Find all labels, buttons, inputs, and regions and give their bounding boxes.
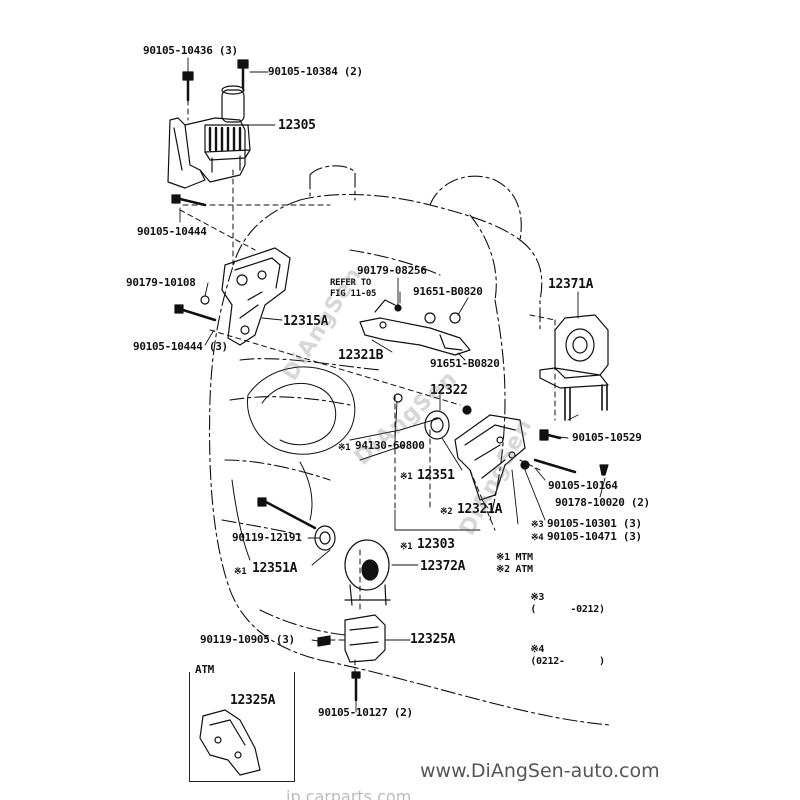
label-mount-12371a: 12371A: [548, 277, 594, 292]
label-bracket-12303: 12303: [417, 537, 455, 552]
label-bolt-10471: 90105-10471 (3): [547, 530, 642, 543]
legend-row: ※2 ATM: [496, 564, 605, 576]
label-nut-10108: 90179-10108: [126, 276, 196, 289]
legend-row: ※4 (0212- ): [496, 632, 605, 680]
label-bolt-top-left: 90105-10436 (3): [143, 44, 238, 57]
label-bolt-10444-b: 90105-10444 (3): [133, 340, 228, 353]
label-refer-line1: REFER TO: [330, 278, 371, 288]
bolts-top: [182, 59, 249, 102]
legend-text: (0212- ): [530, 656, 605, 667]
legend: ※1 MTM ※2 ATM ※3 ( -0212) ※4 (0212- ): [496, 552, 605, 680]
callout-bolt-10301: ※3: [531, 520, 544, 530]
atm-inset-box: [189, 672, 295, 782]
label-bolt-10127: 90105-10127 (2): [318, 706, 413, 719]
label-bracket-12315a: 12315A: [283, 314, 329, 329]
label-mount-12372a: 12372A: [420, 559, 466, 574]
label-washer-60800: 94130-60800: [355, 439, 425, 452]
label-mount-12305: 12305: [278, 118, 316, 133]
label-bracket-12321a: 12321A: [457, 502, 503, 517]
legend-row: ※3 ( -0212): [496, 580, 605, 628]
engine-detail-lines: [231, 366, 441, 561]
legend-text: ATM: [515, 564, 533, 575]
label-nut-08256: 90179-08256: [357, 264, 427, 277]
label-bolt-12191: 90119-12191: [232, 531, 302, 544]
label-bolt-10444-a: 90105-10444: [137, 225, 207, 238]
callout-washer-60800: ※1: [338, 443, 351, 453]
callout-mount-12351a: ※1: [234, 567, 247, 577]
bracket-12321b: [359, 299, 471, 356]
label-bracket-12321b: 12321B: [338, 348, 384, 363]
label-refer-line2: FIG 11-05: [330, 289, 377, 299]
engine-outline: [208, 165, 611, 726]
bracket-12325a: [317, 614, 386, 663]
label-mount-12351: 12351: [417, 468, 455, 483]
label-mount-12322: 12322: [430, 383, 468, 398]
legend-mark: ※2: [496, 564, 510, 575]
bolt-12191: [257, 497, 317, 530]
label-bolt-10301: 90105-10301 (3): [547, 517, 642, 530]
atm-box-part-label: 12325A: [230, 693, 276, 708]
bracket-12321a: [454, 414, 530, 501]
atm-box-title: ATM: [193, 663, 216, 676]
engine-mount-12371a: [539, 314, 609, 421]
label-bolt-10905: 90119-10905 (3): [200, 633, 295, 646]
legend-mark: ※3: [530, 592, 545, 603]
callout-bolt-10471: ※4: [531, 533, 544, 543]
atm-bracket-12325a: [199, 709, 261, 776]
label-bolt-10529: 90105-10529: [572, 431, 642, 444]
label-clip-b0820-b: 91651-B0820: [430, 357, 500, 370]
leader-lines: [179, 57, 606, 713]
callout-bracket-12321a: ※2: [440, 507, 453, 517]
callout-bracket-12303: ※1: [400, 542, 413, 552]
bracket-12315a: [221, 247, 291, 346]
callout-mount-12351: ※1: [400, 472, 413, 482]
legend-mark: ※4: [530, 644, 545, 655]
bolts-left: [171, 194, 217, 322]
legend-mark: ※1: [496, 552, 510, 563]
mount-12372a: [344, 539, 391, 606]
label-clip-b0820-a: 91651-B0820: [413, 285, 483, 298]
engine-mount-12305: [167, 85, 251, 189]
legend-row: ※1 MTM: [496, 552, 605, 564]
legend-text: ( -0212): [530, 604, 605, 615]
label-bracket-12325a: 12325A: [410, 632, 456, 647]
label-mount-12351a: 12351A: [252, 561, 298, 576]
mount-12322: [393, 393, 472, 440]
assembly-dash-lines: [179, 87, 556, 673]
label-bolt-10164: 90105-10164: [548, 479, 618, 492]
legend-text: MTM: [515, 552, 533, 563]
label-washer-10020: 90178-10020 (2): [555, 496, 650, 509]
label-bolt-top-right: 90105-10384 (2): [268, 65, 363, 78]
site-url-faint: jp.carparts.com: [286, 787, 412, 800]
bolts-right: [533, 429, 609, 476]
site-url: www.DiAngSen-auto.com: [420, 760, 660, 782]
bolt-10127: [351, 671, 361, 702]
